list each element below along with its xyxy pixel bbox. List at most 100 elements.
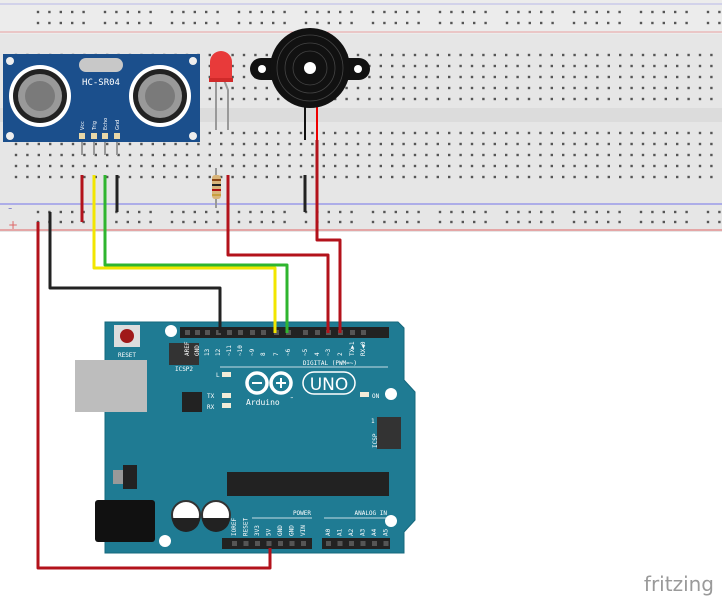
breadboard-hole[interactable] (334, 153, 337, 157)
breadboard-hole[interactable] (562, 164, 565, 168)
breadboard-hole[interactable] (710, 164, 713, 168)
breadboard-hole[interactable] (60, 175, 63, 179)
breadboard-hole[interactable] (231, 64, 234, 68)
breadboard-hole[interactable] (595, 210, 598, 214)
power-pin[interactable] (301, 541, 306, 546)
breadboard-hole[interactable] (516, 75, 519, 79)
breadboard-hole[interactable] (639, 210, 643, 214)
breadboard-hole[interactable] (283, 21, 286, 25)
breadboard-hole[interactable] (425, 153, 428, 157)
breadboard-hole[interactable] (128, 153, 132, 157)
breadboard-hole[interactable] (562, 75, 565, 79)
breadboard-hole[interactable] (368, 153, 371, 157)
breadboard-hole[interactable] (607, 131, 610, 135)
breadboard-hole[interactable] (459, 64, 462, 68)
breadboard-hole[interactable] (539, 164, 542, 168)
breadboard-hole[interactable] (425, 53, 428, 57)
breadboard-hole[interactable] (562, 153, 565, 157)
breadboard-hole[interactable] (630, 86, 633, 90)
breadboard-hole[interactable] (527, 75, 531, 79)
breadboard-hole[interactable] (237, 210, 241, 214)
breadboard-hole[interactable] (718, 21, 721, 25)
breadboard-hole[interactable] (596, 164, 599, 168)
breadboard-hole[interactable] (664, 75, 667, 79)
breadboard-hole[interactable] (584, 86, 588, 90)
breadboard-hole[interactable] (94, 175, 97, 179)
breadboard-hole[interactable] (265, 175, 268, 179)
digital-pin[interactable] (250, 330, 255, 335)
breadboard-hole[interactable] (527, 175, 531, 179)
breadboard-hole[interactable] (242, 175, 246, 179)
breadboard-hole[interactable] (584, 53, 588, 57)
breadboard-hole[interactable] (417, 220, 420, 224)
breadboard-hole[interactable] (197, 175, 200, 179)
breadboard-hole[interactable] (607, 142, 610, 146)
breadboard-hole[interactable] (231, 86, 234, 90)
breadboard-hole[interactable] (368, 86, 371, 90)
breadboard-hole[interactable] (185, 153, 189, 157)
breadboard-hole[interactable] (220, 131, 223, 135)
breadboard-hole[interactable] (26, 164, 29, 168)
breadboard-hole[interactable] (126, 21, 129, 25)
breadboard-hole[interactable] (493, 175, 496, 179)
breadboard-hole[interactable] (254, 164, 257, 168)
breadboard-hole[interactable] (607, 86, 610, 90)
breadboard-hole[interactable] (106, 164, 109, 168)
breadboard-hole[interactable] (339, 21, 342, 25)
breadboard-hole[interactable] (676, 142, 679, 146)
breadboard-hole[interactable] (710, 53, 713, 57)
breadboard-hole[interactable] (687, 142, 690, 146)
breadboard-hole[interactable] (205, 220, 208, 224)
breadboard-hole[interactable] (436, 53, 439, 57)
breadboard-hole[interactable] (94, 164, 97, 168)
breadboard-hole[interactable] (391, 131, 394, 135)
breadboard-hole[interactable] (676, 86, 679, 90)
breadboard-hole[interactable] (402, 142, 405, 146)
power-pin[interactable] (255, 541, 260, 546)
breadboard-hole[interactable] (391, 53, 394, 57)
breadboard-hole[interactable] (140, 142, 143, 146)
breadboard-hole[interactable] (639, 10, 643, 14)
breadboard-hole[interactable] (448, 164, 451, 168)
breadboard-hole[interactable] (436, 64, 439, 68)
breadboard-hole[interactable] (551, 21, 554, 25)
breadboard-hole[interactable] (493, 97, 496, 101)
breadboard-hole[interactable] (653, 75, 656, 79)
breadboard-hole[interactable] (438, 220, 442, 224)
breadboard-hole[interactable] (484, 210, 487, 214)
breadboard-hole[interactable] (151, 142, 154, 146)
breadboard-hole[interactable] (83, 164, 86, 168)
breadboard-hole[interactable] (49, 142, 52, 146)
breadboard-hole[interactable] (71, 220, 74, 224)
breadboard-hole[interactable] (664, 153, 667, 157)
breadboard-hole[interactable] (653, 153, 656, 157)
breadboard-hole[interactable] (641, 175, 645, 179)
breadboard-hole[interactable] (391, 75, 394, 79)
breadboard-hole[interactable] (482, 131, 485, 135)
breadboard-hole[interactable] (687, 153, 690, 157)
breadboard-hole[interactable] (138, 210, 141, 214)
breadboard-hole[interactable] (630, 97, 633, 101)
breadboard-hole[interactable] (260, 10, 263, 14)
breadboard-hole[interactable] (249, 210, 252, 214)
breadboard-hole[interactable] (528, 220, 531, 224)
breadboard-hole[interactable] (425, 142, 428, 146)
breadboard-hole[interactable] (676, 153, 679, 157)
breadboard-hole[interactable] (170, 10, 174, 14)
breadboard-hole[interactable] (304, 21, 308, 25)
breadboard-hole[interactable] (82, 10, 85, 14)
breadboard-hole[interactable] (182, 21, 185, 25)
wire-buzzer-signal[interactable] (315, 140, 342, 333)
power-pin[interactable] (278, 541, 283, 546)
breadboard-hole[interactable] (36, 10, 40, 14)
breadboard-hole[interactable] (383, 21, 386, 25)
breadboard-hole[interactable] (584, 10, 587, 14)
breadboard-hole[interactable] (493, 86, 496, 90)
breadboard-hole[interactable] (687, 86, 690, 90)
wire-led[interactable] (226, 175, 330, 333)
breadboard-hole[interactable] (461, 220, 464, 224)
breadboard-hole[interactable] (174, 142, 177, 146)
breadboard-hole[interactable] (311, 175, 314, 179)
breadboard-hole[interactable] (379, 64, 382, 68)
breadboard-hole[interactable] (345, 86, 348, 90)
